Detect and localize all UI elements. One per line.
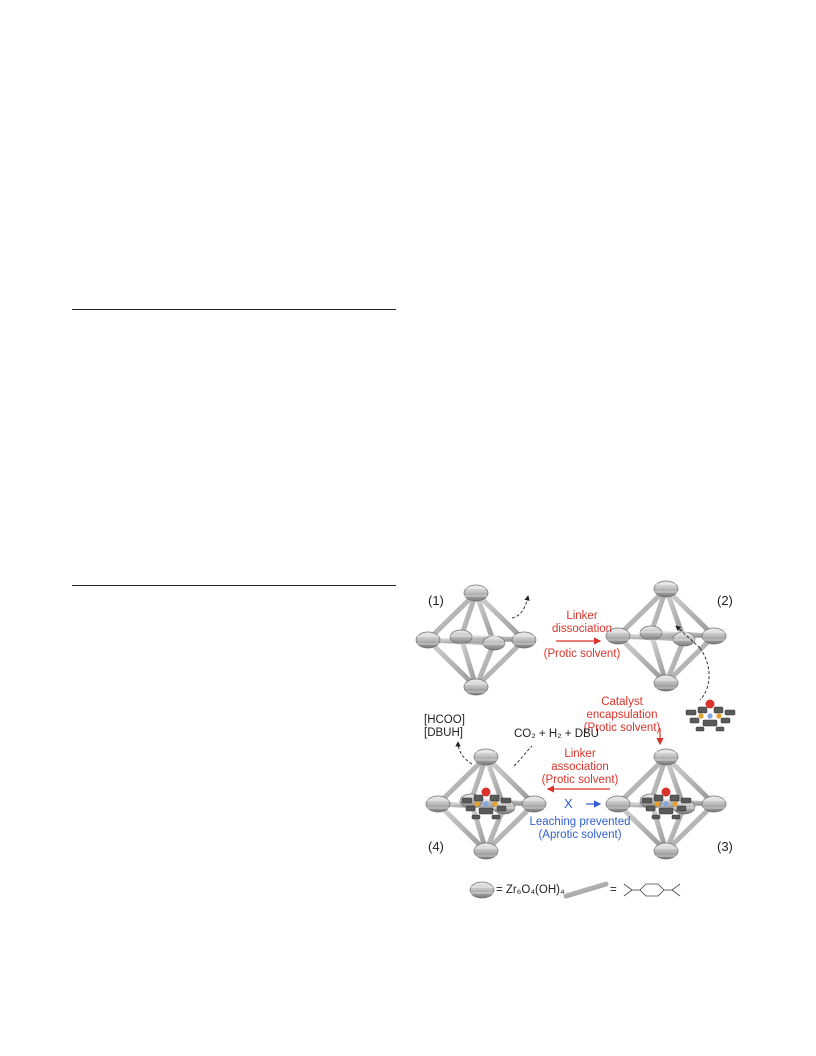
reactant-entry-arrow — [513, 745, 533, 767]
legend-node-label: = Zr₆O₄(OH)₄ — [496, 884, 565, 896]
leaching-label: Leaching prevented (Aprotic solvent) — [529, 816, 631, 841]
dissociation-label: Linker dissociation (Protic solvent) — [543, 610, 621, 660]
legend-node-icon — [469, 881, 495, 899]
leaching-blocked-mark: X — [564, 796, 573, 811]
scheme-graphic — [414, 578, 736, 899]
products-label: [HCOO] [DBUH] — [424, 714, 465, 739]
step-label-3: (3) — [717, 839, 733, 854]
legend-linker-structure — [623, 883, 681, 897]
step-label-1: (1) — [428, 593, 444, 608]
legend-linker-label: = — [610, 884, 617, 896]
linker-leaving-arrow — [511, 595, 530, 619]
catalyst-entry-arrowhead — [675, 625, 701, 649]
cage-4 — [426, 749, 546, 859]
separator-rule-bottom — [72, 585, 396, 586]
step-label-2: (2) — [717, 593, 733, 608]
encapsulation-label: Catalyst encapsulation (Protic solvent) — [583, 696, 661, 734]
free-catalyst — [685, 699, 736, 732]
catalyst-entry-arrow — [699, 647, 710, 701]
product-release-arrow — [455, 741, 473, 765]
reactants-label: CO₂ + H₂ + DBU — [514, 728, 599, 740]
reaction-scheme: (1) (2) (3) (4) Linker dissociation (Pro… — [414, 578, 754, 908]
legend-linker-icon — [563, 881, 609, 899]
separator-rule-top — [72, 309, 396, 310]
step-label-4: (4) — [428, 839, 444, 854]
association-label: Linker association (Protic solvent) — [541, 748, 619, 786]
